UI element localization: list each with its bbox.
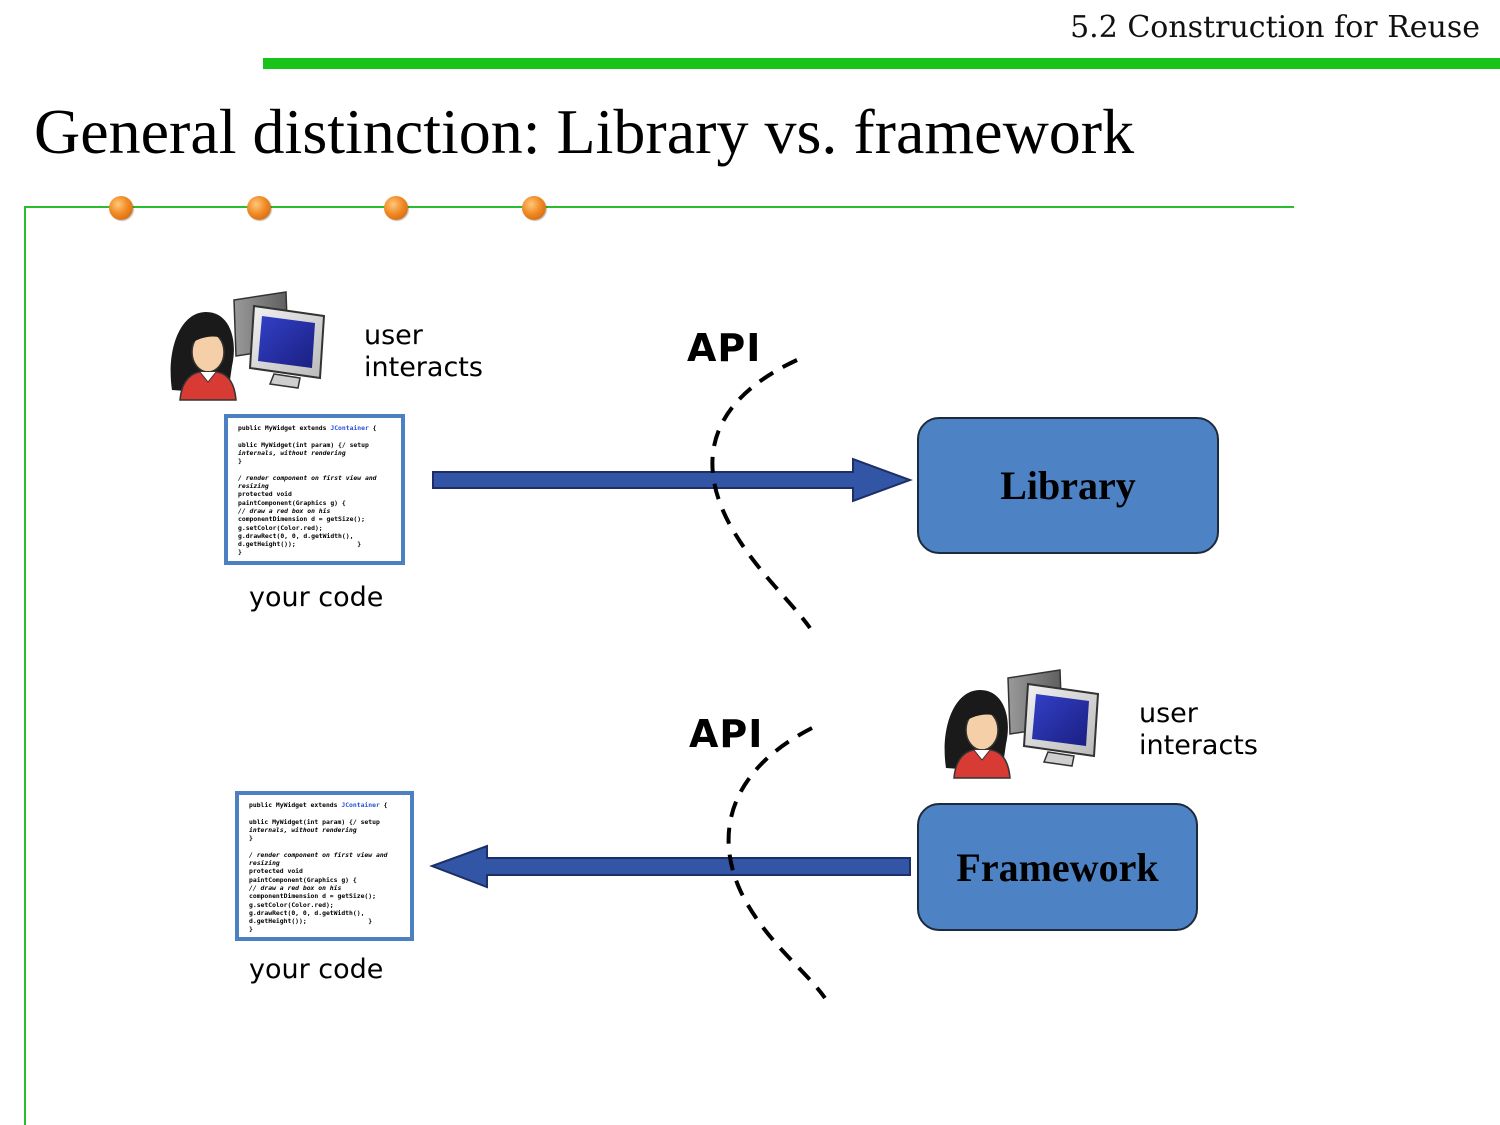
code-line: public MyWidget extends JContainer {	[249, 801, 388, 809]
framework-box: Framework	[917, 803, 1198, 931]
code-line: paintComponent(Graphics g) {	[238, 498, 346, 507]
code-line	[249, 842, 402, 850]
code-snippet: public MyWidget extends JContainer { ubli…	[238, 424, 393, 557]
code-line: protected void	[238, 490, 292, 499]
code-line: ublic MyWidget(int param) {/ setup	[249, 817, 380, 826]
code-line: public MyWidget extends JContainer {	[238, 424, 377, 432]
bullet-dot	[247, 196, 271, 220]
code-line: ublic MyWidget(int param) {/ setup	[238, 440, 369, 449]
code-keyword: JContainer	[341, 801, 380, 809]
code-line: componentDimension d = getSize();	[249, 892, 376, 901]
section-header: 5.2 Construction for Reuse	[1070, 10, 1480, 45]
code-line: }	[238, 548, 242, 557]
code-line: g.drawRect(0, 0, d.getWidth(),	[238, 531, 354, 540]
code-line	[238, 432, 393, 440]
api-boundary-curve	[710, 358, 812, 630]
code-line	[249, 809, 402, 817]
bullet-dot	[384, 196, 408, 220]
user-label-line: user	[364, 320, 423, 351]
header-accent-bar	[263, 58, 1500, 69]
left-frame-line	[24, 206, 26, 1125]
code-document: public MyWidget extends JContainer { ubli…	[235, 791, 414, 941]
slide-title: General distinction: Library vs. framewo…	[34, 96, 1135, 167]
code-line: g.drawRect(0, 0, d.getWidth(),	[249, 908, 365, 917]
framework-callback-arrow	[429, 844, 911, 889]
code-line: d.getHeight()); }	[249, 917, 373, 926]
title-underline	[24, 206, 1294, 208]
api-boundary-curve	[726, 726, 827, 1000]
code-line: / render component on first view and	[249, 850, 388, 859]
user-label-line: interacts	[364, 352, 483, 383]
user-at-computer-icon	[943, 669, 1099, 779]
library-label: Library	[1000, 463, 1136, 508]
code-line: resizing	[249, 859, 280, 868]
code-line: d.getHeight()); }	[238, 540, 362, 549]
framework-label: Framework	[956, 844, 1159, 890]
code-line: g.setColor(Color.red);	[238, 523, 323, 532]
code-line: // draw a red box on his	[249, 883, 342, 892]
api-label: API	[687, 326, 762, 370]
bullet-dot	[109, 196, 133, 220]
code-line: internals, without rendering	[238, 448, 346, 457]
code-line: g.setColor(Color.red);	[249, 900, 334, 909]
code-document: public MyWidget extends JContainer { ubli…	[224, 414, 405, 565]
bullet-dot	[522, 196, 546, 220]
user-label-line: interacts	[1139, 730, 1258, 761]
code-line: resizing	[238, 482, 269, 491]
code-line: }	[249, 834, 253, 843]
code-line: paintComponent(Graphics g) {	[249, 875, 357, 884]
code-keyword: JContainer	[330, 424, 369, 432]
your-code-caption: your code	[249, 954, 384, 985]
code-line: protected void	[249, 867, 303, 876]
code-line: / render component on first view and	[238, 473, 377, 482]
user-interacts-label: user interacts	[364, 320, 483, 384]
code-line	[238, 465, 393, 473]
user-interacts-label: user interacts	[1139, 698, 1258, 762]
user-label-line: user	[1139, 698, 1198, 729]
code-line: }	[238, 457, 242, 466]
library-box: Library	[917, 417, 1219, 554]
code-line: }	[249, 925, 253, 934]
code-line: componentDimension d = getSize();	[238, 515, 365, 524]
your-code-caption: your code	[249, 582, 384, 613]
api-label: API	[689, 712, 764, 756]
code-snippet: public MyWidget extends JContainer { ubli…	[249, 801, 402, 934]
library-call-arrow	[432, 457, 913, 503]
user-at-computer-icon	[169, 291, 325, 401]
code-line: internals, without rendering	[249, 825, 357, 834]
code-line: // draw a red box on his	[238, 506, 331, 515]
